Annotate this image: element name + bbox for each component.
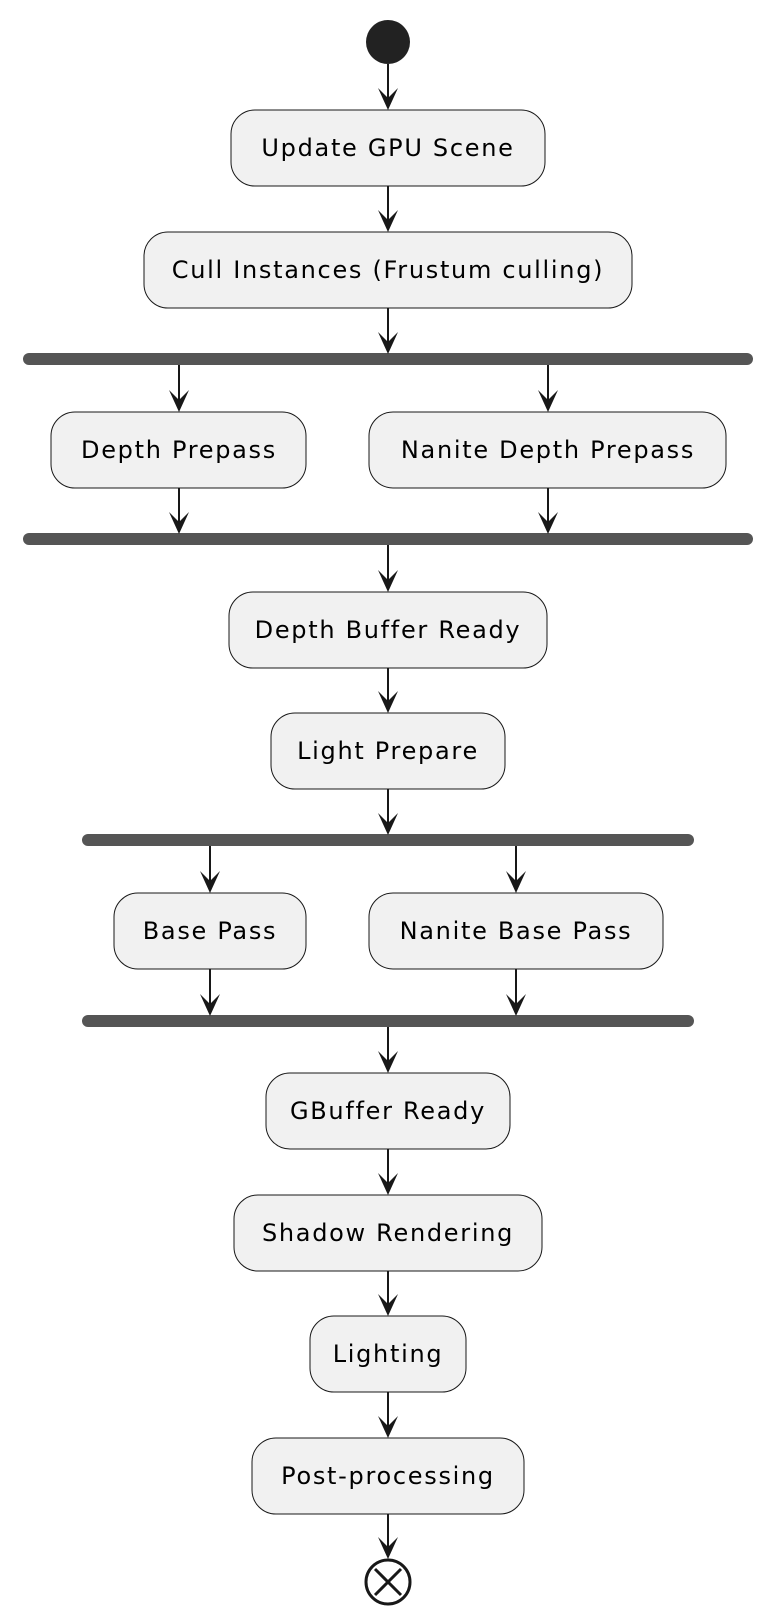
arrowhead — [378, 1294, 398, 1316]
arrowhead — [378, 1173, 398, 1195]
activity-box — [228, 591, 548, 669]
activity-shadow-rendering: Shadow Rendering — [233, 1194, 543, 1272]
activity-box — [251, 1437, 525, 1515]
arrowhead — [200, 994, 220, 1016]
activity-box — [143, 231, 633, 309]
arrowhead — [378, 332, 398, 354]
activity-nanite-depth-prepass: Nanite Depth Prepass — [368, 411, 727, 489]
arrowhead — [378, 691, 398, 713]
activity-box — [113, 892, 307, 970]
arrowhead — [200, 871, 220, 893]
arrowhead — [378, 210, 398, 232]
activity-box — [265, 1072, 511, 1150]
activity-box — [50, 411, 307, 489]
activity-label: Shadow Rendering — [262, 1219, 514, 1247]
join-bar-2 — [82, 1015, 694, 1027]
arrowhead — [378, 1051, 398, 1073]
arrowhead — [506, 871, 526, 893]
activity-box — [309, 1315, 467, 1393]
activity-box — [270, 712, 506, 790]
arrowhead — [378, 88, 398, 110]
connectors — [169, 64, 558, 1559]
activity-label: Nanite Base Pass — [400, 917, 633, 945]
arrowhead — [378, 1537, 398, 1559]
activity-update-gpu-scene: Update GPU Scene — [230, 109, 546, 187]
activity-label: Base Pass — [143, 917, 277, 945]
activity-gbuffer-ready: GBuffer Ready — [265, 1072, 511, 1150]
activity-box — [368, 411, 727, 489]
arrowhead — [169, 390, 189, 412]
activity-label: Post-processing — [281, 1462, 495, 1490]
activity-label: Depth Prepass — [81, 436, 277, 464]
activity-light-prepare: Light Prepare — [270, 712, 506, 790]
arrowhead — [378, 1416, 398, 1438]
activity-box — [233, 1194, 543, 1272]
activity-lighting: Lighting — [309, 1315, 467, 1393]
arrowhead — [378, 813, 398, 835]
activity-depth-buffer-ready: Depth Buffer Ready — [228, 591, 548, 669]
activity-base-pass: Base Pass — [113, 892, 307, 970]
arrowhead — [506, 994, 526, 1016]
join-bar-1 — [23, 533, 753, 545]
fork-bar-1 — [23, 353, 753, 365]
activity-label: GBuffer Ready — [290, 1097, 486, 1125]
arrowhead — [538, 512, 558, 534]
fork-bar-2 — [82, 834, 694, 846]
arrowhead — [378, 570, 398, 592]
arrowhead — [538, 390, 558, 412]
activity-label: Lighting — [333, 1340, 444, 1368]
activity-box — [230, 109, 546, 187]
end-node — [364, 1558, 412, 1606]
activity-box — [368, 892, 664, 970]
activity-label: Nanite Depth Prepass — [401, 436, 695, 464]
activity-depth-prepass: Depth Prepass — [50, 411, 307, 489]
activity-label: Light Prepare — [297, 737, 479, 765]
activity-label: Update GPU Scene — [261, 134, 514, 162]
activity-nanite-base-pass: Nanite Base Pass — [368, 892, 664, 970]
activity-label: Depth Buffer Ready — [255, 616, 522, 644]
start-node — [366, 20, 410, 64]
activity-post-processing: Post-processing — [251, 1437, 525, 1515]
activity-label: Cull Instances (Frustum culling) — [172, 256, 604, 284]
arrowhead — [169, 512, 189, 534]
activity-cull-instances: Cull Instances (Frustum culling) — [143, 231, 633, 309]
